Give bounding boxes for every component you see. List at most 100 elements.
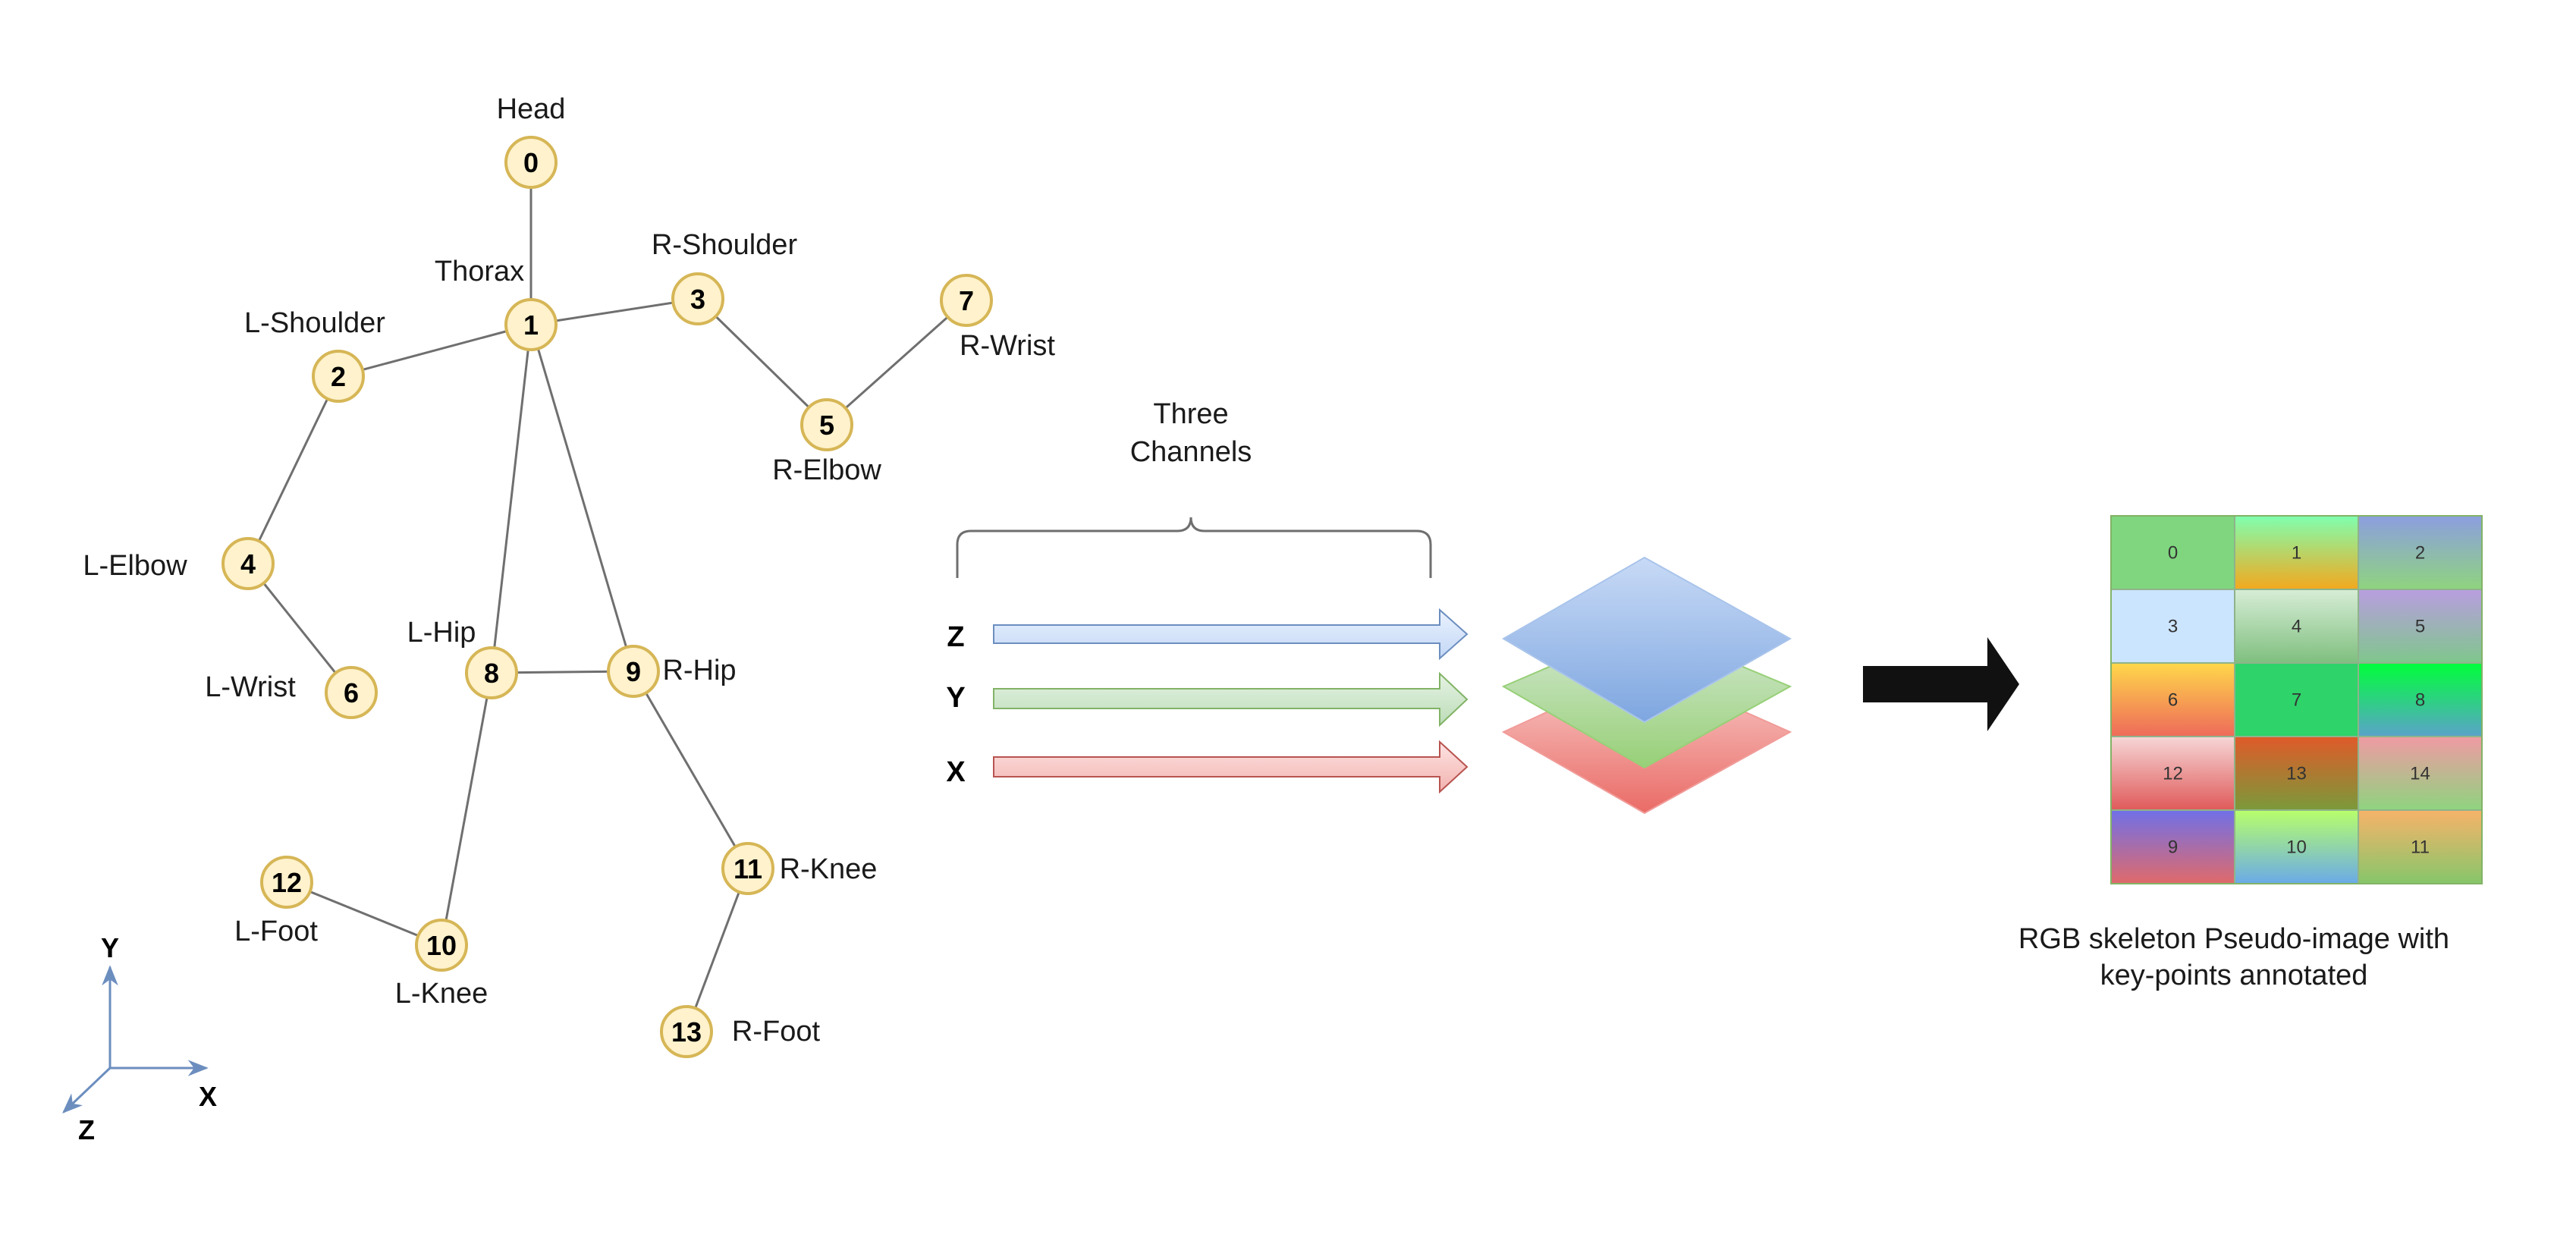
joint-node-4: 4 <box>221 537 275 590</box>
joint-label-5: R-Elbow <box>772 454 881 486</box>
bone-11-13 <box>685 868 749 1032</box>
joint-label-12: L-Foot <box>234 916 318 947</box>
joint-label-4: L-Elbow <box>83 550 187 582</box>
pseudo-image-cell-3: 3 <box>2110 589 2235 664</box>
joint-circle <box>660 1005 713 1058</box>
pseudo-image-cell-label: 3 <box>2168 617 2178 637</box>
bone-1-3 <box>530 297 699 326</box>
joint-node-9: 9 <box>607 645 660 698</box>
pseudo-image-cell-1: 1 <box>2234 515 2359 590</box>
channel-arrow-y <box>993 671 1469 727</box>
channel-arrow-x <box>993 740 1469 794</box>
joint-node-2: 2 <box>312 350 365 403</box>
pseudo-image-cell-14: 14 <box>2358 736 2483 811</box>
joint-circle <box>260 856 313 909</box>
pseudo-image-cell-7: 7 <box>2234 662 2359 737</box>
joint-circle <box>312 350 365 403</box>
joint-circle <box>504 298 558 351</box>
joint-node-3: 3 <box>671 272 724 325</box>
joint-label-11: R-Knee <box>780 853 878 885</box>
bone-1-8 <box>490 324 532 674</box>
joint-node-11: 11 <box>721 842 774 895</box>
bone-2-4 <box>247 375 340 564</box>
bone-1-2 <box>338 323 532 378</box>
z-axis-label: Z <box>78 1114 95 1145</box>
joint-circle <box>607 645 660 698</box>
joint-node-8: 8 <box>465 646 518 699</box>
x-axis-label: X <box>199 1081 217 1112</box>
pseudo-image-cell-label: 6 <box>2168 690 2178 711</box>
joint-node-7: 7 <box>940 274 993 327</box>
pseudo-image-cell-label: 14 <box>2410 764 2430 784</box>
bone-10-12 <box>286 881 442 947</box>
joint-label-2: L-Shoulder <box>244 307 385 339</box>
joint-circle <box>721 842 774 895</box>
pseudo-image-cell-11: 11 <box>2358 809 2483 884</box>
pseudo-image-caption-line2: key-points annotated <box>2100 960 2368 991</box>
joint-label-7: R-Wrist <box>960 330 1055 362</box>
pseudo-image-cell-label: 4 <box>2292 617 2301 637</box>
pseudo-image-cell-label: 10 <box>2286 837 2307 858</box>
bone-8-10 <box>440 672 493 946</box>
joint-label-1: Thorax <box>435 256 524 287</box>
pseudo-image-caption-line1: RGB skeleton Pseudo-image with <box>2018 923 2449 955</box>
pseudo-image-cell-10: 10 <box>2234 809 2359 884</box>
y-axis-label: Y <box>101 932 119 963</box>
joint-number: 2 <box>331 361 346 392</box>
joint-number: 10 <box>426 930 457 961</box>
joint-number: 12 <box>272 867 302 898</box>
joint-number: 3 <box>690 284 705 315</box>
channel-arrow-z <box>993 608 1469 661</box>
bone-5-7 <box>826 299 967 426</box>
joint-label-6: L-Wrist <box>205 671 296 703</box>
joint-label-9: R-Hip <box>662 655 736 686</box>
joint-number: 5 <box>819 410 834 441</box>
joint-number: 7 <box>959 285 974 316</box>
channel-label-z: Z <box>947 621 964 653</box>
joint-number: 9 <box>626 656 641 687</box>
joint-node-10: 10 <box>415 919 468 972</box>
joint-circle <box>415 919 468 972</box>
bone-9-11 <box>632 671 749 869</box>
stacked-channel-layers <box>1501 556 1792 815</box>
joint-circle <box>465 646 518 699</box>
channels-title-line1: Three <box>1153 398 1228 430</box>
pseudo-image-cell-label: 1 <box>2292 543 2301 564</box>
pseudo-image-cell-9: 9 <box>2110 809 2235 884</box>
bone-4-6 <box>247 563 353 693</box>
bone-3-5 <box>696 297 828 426</box>
pseudo-image-cell-label: 8 <box>2415 690 2425 711</box>
pseudo-image-cell-8: 8 <box>2358 662 2483 737</box>
joint-number: 0 <box>523 147 539 178</box>
joint-label-10: L-Knee <box>395 978 488 1010</box>
joint-node-0: 0 <box>504 136 558 189</box>
pseudo-image-cell-0: 0 <box>2110 515 2235 590</box>
pseudo-image-cell-label: 7 <box>2292 690 2301 711</box>
pseudo-image-cell-2: 2 <box>2358 515 2483 590</box>
pseudo-image-cell-label: 11 <box>2411 837 2430 858</box>
pseudo-image-cell-12: 12 <box>2110 736 2235 811</box>
pseudo-image-cell-label: 12 <box>2163 764 2183 784</box>
joint-label-3: R-Shoulder <box>652 229 798 261</box>
joint-number: 11 <box>734 853 762 884</box>
joint-circle <box>671 272 724 325</box>
pseudo-image-cell-label: 5 <box>2415 617 2425 637</box>
joint-label-13: R-Foot <box>732 1016 821 1048</box>
joint-circle <box>940 274 993 327</box>
pseudo-image-cell-6: 6 <box>2110 662 2235 737</box>
skeleton-bones <box>247 162 967 1032</box>
joint-circle <box>221 537 275 590</box>
joint-node-13: 13 <box>660 1005 713 1058</box>
joint-node-5: 5 <box>800 398 853 451</box>
channel-label-y: Y <box>946 682 965 714</box>
joint-node-1: 1 <box>504 298 558 351</box>
pseudo-image-cell-label: 0 <box>2168 543 2178 564</box>
joint-circle <box>504 136 558 189</box>
joint-node-6: 6 <box>325 666 378 719</box>
joint-number: 6 <box>344 677 359 708</box>
channels-section: Three Channels Z Y X <box>946 398 1469 794</box>
joint-label-0: Head <box>497 93 566 125</box>
